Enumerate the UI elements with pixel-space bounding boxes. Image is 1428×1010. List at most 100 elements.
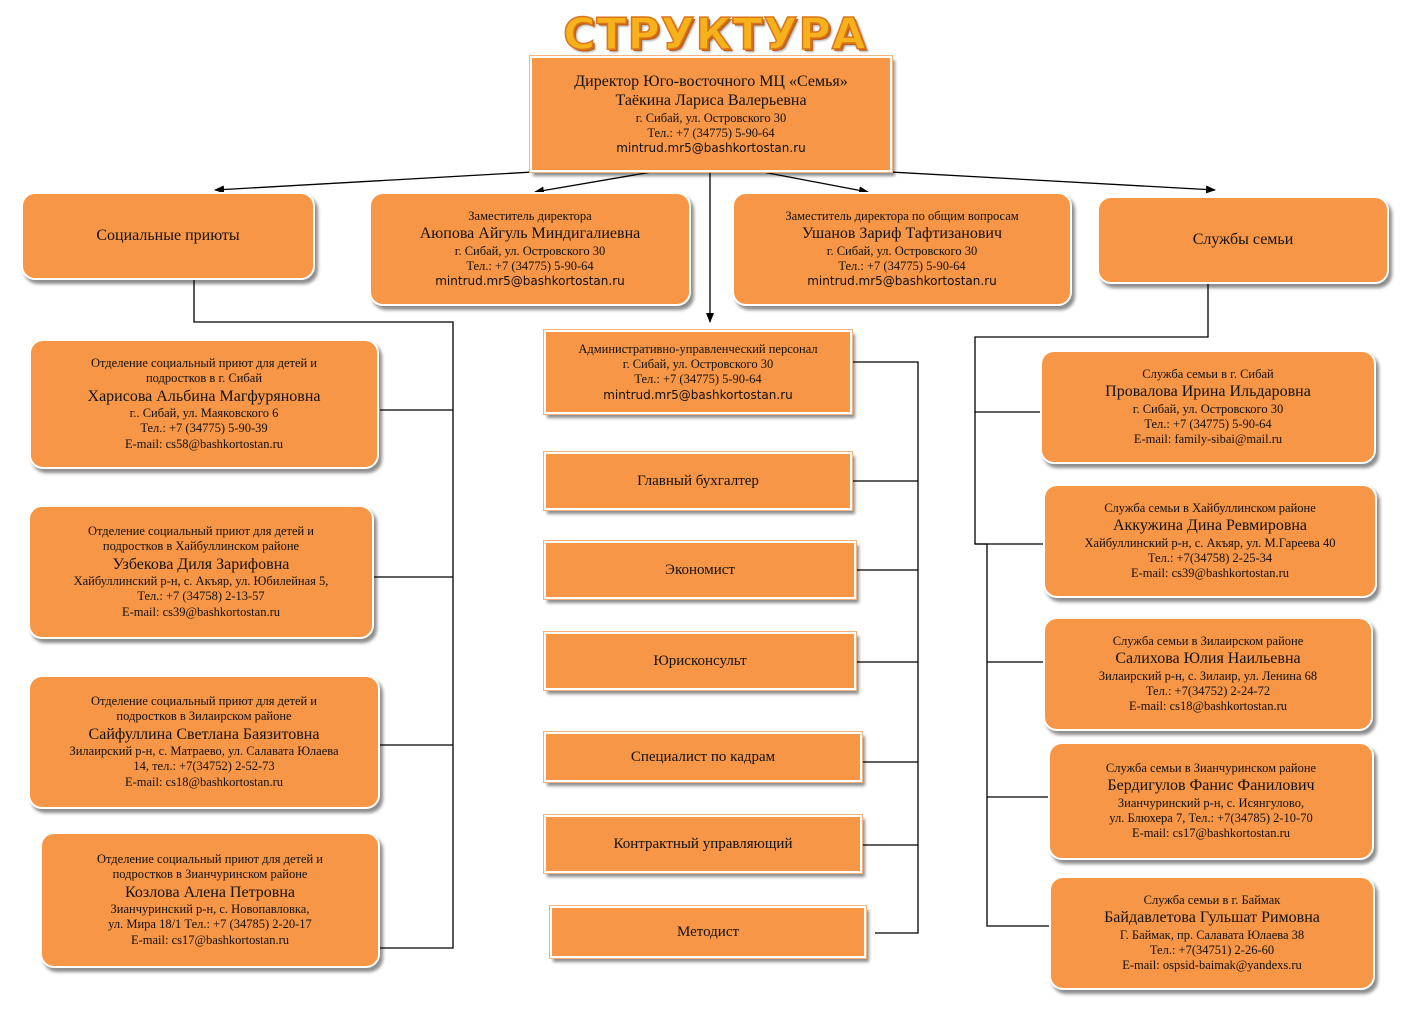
family-bus bbox=[974, 282, 1209, 413]
service-org: Служба семьи в Зианчуринском районе bbox=[1105, 760, 1317, 775]
shelter-phone: ул. Мира 18/1 Тел.: +7 (34785) 2-20-17 bbox=[108, 917, 312, 932]
staff-box-hr-specialist: Специалист по кадрам bbox=[543, 731, 863, 783]
admin-role: Административно-управленческий персонал bbox=[578, 341, 818, 356]
director-email: mintrud.mr5@bashkortostan.ru bbox=[616, 141, 806, 156]
director-phone: Тел.: +7 (34775) 5-90-64 bbox=[647, 126, 775, 141]
service-email: E-mail: cs18@bashkortostan.ru bbox=[1128, 699, 1287, 713]
service-org: Служба семьи в г. Сибай bbox=[1142, 366, 1274, 381]
deputy2-email: mintrud.mr5@bashkortostan.ru bbox=[807, 274, 997, 289]
deputy1-role: Заместитель директора bbox=[468, 209, 592, 224]
deputy2-address: г. Сибай, ул. Островского 30 bbox=[826, 243, 978, 258]
shelter-head-name: Козлова Алена Петровна bbox=[125, 883, 295, 901]
shelter-email: E-mail: cs58@bashkortostan.ru bbox=[124, 436, 283, 451]
shelters-header-box: Социальные приюты bbox=[21, 192, 315, 280]
shelter-box: Отделение социальный приют для детей и п… bbox=[40, 832, 380, 968]
staff-box-economist: Экономист bbox=[543, 540, 857, 600]
staff-label: Главный бухгалтер bbox=[637, 472, 759, 489]
shelter-org-line1: Отделение социальный приют для детей и bbox=[90, 694, 318, 709]
shelter-phone: Тел.: +7 (34758) 2-13-57 bbox=[137, 589, 265, 604]
service-address: Г. Баймак, пр. Салавата Юлаева 38 bbox=[1119, 927, 1305, 942]
staff-label: Юрисконсульт bbox=[653, 652, 747, 669]
deputy1-box: Заместитель директора Аюпова Айгуль Минд… bbox=[369, 192, 691, 306]
staff-box-legal-adviser: Юрисконсульт bbox=[543, 631, 857, 691]
staff-label: Специалист по кадрам bbox=[630, 748, 776, 765]
deputy2-phone: Тел.: +7 (34775) 5-90-64 bbox=[838, 259, 966, 274]
service-address: г. Сибай, ул. Островского 30 bbox=[1132, 401, 1284, 416]
shelter-address: г.. Сибай, ул. Маяковского 6 bbox=[129, 406, 279, 421]
service-phone: Тел.: +7(34758) 2-25-34 bbox=[1147, 550, 1273, 565]
service-org: Служба семьи в Хайбуллинском районе bbox=[1104, 500, 1316, 515]
shelter-org-line1: Отделение социальный приют для детей и bbox=[90, 356, 318, 371]
shelter-phone: Тел.: +7 (34775) 5-90-39 bbox=[140, 421, 268, 436]
shelter-phone: 14, тел.: +7(34752) 2-52-73 bbox=[133, 759, 275, 774]
shelter-head-name: Сайфуллина Светлана Баязитовна bbox=[88, 725, 320, 743]
staff-label: Экономист bbox=[665, 561, 735, 578]
shelters-bus bbox=[193, 280, 454, 949]
shelter-email: E-mail: cs18@bashkortostan.ru bbox=[124, 774, 283, 789]
shelter-address: Зилаирский р-н, с. Матраево, ул. Салават… bbox=[69, 744, 339, 759]
family-service-box: Служба семьи в Хайбуллинском районе Акку… bbox=[1043, 484, 1377, 598]
deputy1-phone: Тел.: +7 (34775) 5-90-64 bbox=[466, 259, 594, 274]
service-address: Хайбуллинский р-н, с. Акъяр, ул. М.Гарее… bbox=[1084, 535, 1336, 550]
service-head-name: Бердигулов Фанис Фанилович bbox=[1107, 776, 1315, 794]
shelter-head-name: Узбекова Диля Зарифовна bbox=[112, 555, 290, 573]
service-phone: Тел.: +7(34752) 2-24-72 bbox=[1145, 683, 1271, 698]
service-head-name: Салихова Юлия Наильевна bbox=[1115, 649, 1301, 667]
shelter-org-line2: подростков в Хайбуллинском районе bbox=[102, 539, 300, 554]
staff-box-contract-manager: Контрактный управляющий bbox=[543, 814, 863, 874]
service-email: E-mail: cs17@bashkortostan.ru bbox=[1131, 826, 1290, 840]
service-head-name: Провалова Ирина Ильдаровна bbox=[1105, 382, 1311, 400]
admin-phone: Тел.: +7 (34775) 5-90-64 bbox=[634, 372, 762, 387]
shelter-org-line2: подростков в г. Сибай bbox=[145, 371, 263, 386]
shelter-email: E-mail: cs17@bashkortostan.ru bbox=[130, 932, 289, 947]
family-service-box: Служба семьи в г. Баймак Байдавлетова Гу… bbox=[1049, 876, 1375, 990]
deputy1-name: Аюпова Айгуль Миндигалиевна bbox=[419, 225, 641, 243]
shelter-org-line1: Отделение социальный приют для детей и bbox=[87, 524, 315, 539]
shelter-box: Отделение социальный приют для детей и п… bbox=[28, 505, 374, 639]
service-head-name: Байдавлетова Гульшат Римовна bbox=[1104, 908, 1320, 926]
director-name: Таёкина Лариса Валерьевна bbox=[615, 92, 807, 110]
service-phone: Тел.: +7 (34775) 5-90-64 bbox=[1144, 416, 1272, 431]
staff-label: Методист bbox=[676, 923, 740, 940]
admin-box: Административно-управленческий персонал … bbox=[543, 329, 853, 415]
shelter-org-line2: подростков в Зилаирском районе bbox=[116, 709, 292, 724]
staff-box-methodologist: Методист bbox=[549, 905, 867, 959]
shelter-org-line1: Отделение социальный приют для детей и bbox=[96, 852, 324, 867]
service-email: E-mail: ospsid-baimak@yandexs.ru bbox=[1122, 958, 1302, 972]
shelter-box: Отделение социальный приют для детей и п… bbox=[29, 339, 379, 469]
service-org: Служба семьи в г. Баймак bbox=[1143, 892, 1281, 907]
shelter-email: E-mail: cs39@bashkortostan.ru bbox=[121, 604, 280, 619]
service-email: E-mail: family-sibai@mail.ru bbox=[1133, 432, 1283, 446]
family-service-box: Служба семьи в Зилаирском районе Салихов… bbox=[1043, 617, 1373, 731]
family-service-box: Служба семьи в г. Сибай Провалова Ирина … bbox=[1040, 350, 1376, 464]
deputy1-email: mintrud.mr5@bashkortostan.ru bbox=[435, 274, 625, 289]
admin-address: г. Сибай, ул. Островского 30 bbox=[622, 357, 774, 372]
service-head-name: Аккужина Дина Ревмировна bbox=[1112, 516, 1308, 534]
admin-email: mintrud.mr5@bashkortostan.ru bbox=[603, 387, 793, 402]
director-address: г. Сибай, ул. Островского 30 bbox=[635, 110, 787, 125]
family-service-box: Служба семьи в Зианчуринском районе Берд… bbox=[1048, 742, 1374, 860]
family-header-label: Службы семьи bbox=[1192, 231, 1294, 249]
deputy2-name: Ушанов Зариф Тафтизанович bbox=[801, 225, 1003, 243]
shelter-address: Хайбуллинский р-н, с. Акъяр, ул. Юбилейн… bbox=[73, 574, 329, 589]
shelters-header-label: Социальные приюты bbox=[96, 227, 240, 245]
director-role: Директор Юго-восточного МЦ «Семья» bbox=[574, 72, 848, 90]
service-org: Служба семьи в Зилаирском районе bbox=[1112, 633, 1304, 648]
staff-box-chief-accountant: Главный бухгалтер bbox=[543, 451, 853, 511]
service-email: E-mail: cs39@bashkortostan.ru bbox=[1130, 566, 1289, 580]
shelter-box: Отделение социальный приют для детей и п… bbox=[28, 675, 380, 809]
family-header-box: Службы семьи bbox=[1097, 196, 1389, 284]
service-phone: ул. Блюхера 7, Тел.: +7(34785) 2-10-70 bbox=[1109, 810, 1313, 825]
deputy2-box: Заместитель директора по общим вопросам … bbox=[732, 192, 1072, 306]
shelter-org-line2: подростков в Зианчуринском районе bbox=[112, 867, 308, 882]
shelter-head-name: Харисова Альбина Магфуряновна bbox=[87, 387, 321, 405]
service-address: Зианчуринский р-н, с. Исянгулово, bbox=[1117, 795, 1305, 810]
deputy1-address: г. Сибай, ул. Островского 30 bbox=[454, 243, 606, 258]
shelter-address: Зианчуринский р-н, с. Новопавловка, bbox=[110, 902, 310, 917]
deputy2-role: Заместитель директора по общим вопросам bbox=[785, 209, 1019, 224]
director-box: Директор Юго-восточного МЦ «Семья» Таёки… bbox=[529, 55, 893, 173]
staff-label: Контрактный управляющий bbox=[613, 835, 793, 852]
service-address: Зилаирский р-н, с. Зилаир, ул. Ленина 68 bbox=[1098, 668, 1318, 683]
admin-bus bbox=[852, 361, 919, 934]
service-phone: Тел.: +7(34751) 2-26-60 bbox=[1149, 942, 1275, 957]
